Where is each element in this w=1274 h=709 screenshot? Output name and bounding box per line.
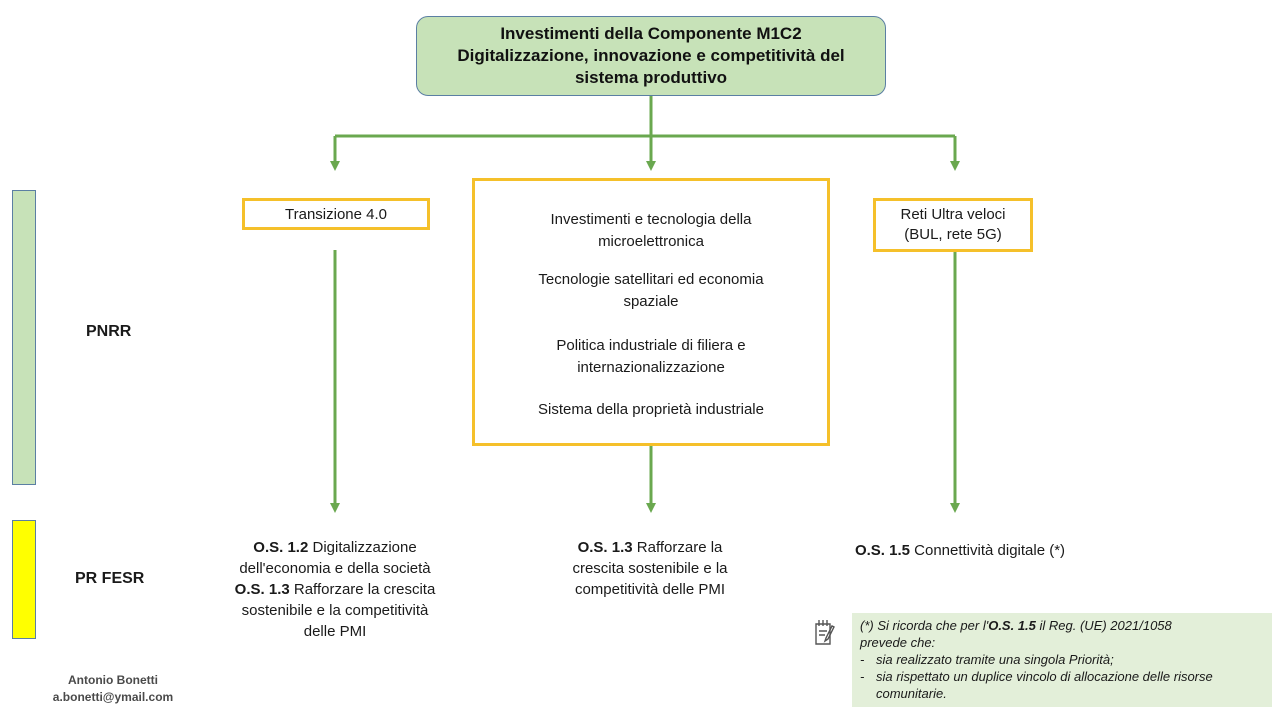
investment-item: Tecnologie satellitari ed economia spazi… (475, 269, 827, 313)
os-text: sostenibile e la competitività (241, 602, 429, 619)
note-text: prevede che: (860, 635, 936, 650)
pnrr-bar (12, 190, 36, 485)
note-text: il Reg. (UE) 2021/1058 (1035, 618, 1172, 633)
investment-item-line1: Investimenti e tecnologia della (550, 211, 752, 228)
os-text: Rafforzare la crescita (293, 581, 436, 598)
note-bullet: sia rispettato un duplice vincolo di all… (860, 668, 1264, 702)
component-title-box: Investimenti della Componente M1C2 Digit… (416, 16, 886, 96)
center-investments-box: Investimenti e tecnologia della microele… (472, 178, 830, 446)
investment-item-line2: microelettronica (598, 233, 704, 250)
investment-item: Politica industriale di filiera e intern… (475, 335, 827, 379)
os-text: Rafforzare la (636, 539, 723, 556)
os-code: O.S. 1.3 (577, 539, 633, 556)
objective-right: O.S. 1.5 Connettività digitale (*) (820, 540, 1100, 561)
author-credit: Antonio Bonetti a.bonetti@ymail.com (48, 672, 178, 706)
note-bullet: sia realizzato tramite una singola Prior… (860, 651, 1264, 668)
os-code: O.S. 1.2 (253, 539, 309, 556)
title-line-2: Digitalizzazione, innovazione e competit… (457, 46, 845, 65)
regulation-note: (*) Si ricorda che per l'O.S. 1.5 il Reg… (852, 613, 1272, 707)
investment-item-line2: spaziale (623, 293, 679, 310)
os-text: delle PMI (303, 623, 367, 640)
title-line-1: Investimenti della Componente M1C2 (500, 24, 802, 43)
pr-fesr-label: PR FESR (75, 570, 145, 587)
investment-item-line1: Tecnologie satellitari ed economia (538, 271, 764, 288)
objective-center: O.S. 1.3 Rafforzare la crescita sostenib… (530, 537, 770, 600)
title-line-3: sistema produttivo (574, 68, 728, 87)
author-name: Antonio Bonetti (68, 673, 158, 687)
pnrr-label: PNRR (86, 323, 132, 340)
investment-item-line1: Politica industriale di filiera e (556, 337, 746, 354)
os-text: dell'economia e della società (239, 560, 431, 577)
investment-item: Investimenti e tecnologia della microele… (475, 209, 827, 253)
investment-item-line2: internazionalizzazione (577, 359, 725, 376)
transizione-label: Transizione 4.0 (285, 205, 387, 223)
note-os-code: O.S. 1.5 (988, 618, 1036, 633)
pr-fesr-bar (12, 520, 36, 639)
os-text: crescita sostenibile e la (572, 560, 728, 577)
reti-box: Reti Ultra veloci (BUL, rete 5G) (873, 198, 1033, 252)
os-code: O.S. 1.3 (234, 581, 290, 598)
os-text: competitività delle PMI (574, 581, 726, 598)
objective-left: O.S. 1.2 Digitalizzazione dell'economia … (200, 537, 470, 642)
author-email: a.bonetti@ymail.com (52, 690, 174, 704)
reti-line-2: (BUL, rete 5G) (904, 226, 1002, 243)
os-code: O.S. 1.5 (854, 542, 910, 559)
os-text: Digitalizzazione (312, 539, 417, 556)
note-text: (*) Si ricorda che per l' (860, 618, 989, 633)
note-pencil-icon (815, 620, 835, 645)
transizione-box: Transizione 4.0 (242, 198, 430, 230)
investment-item-line1: Sistema della proprietà industriale (538, 401, 764, 418)
investment-item: Sistema della proprietà industriale (475, 399, 827, 421)
reti-line-1: Reti Ultra veloci (900, 206, 1006, 223)
os-text: Connettività digitale (*) (914, 542, 1066, 559)
